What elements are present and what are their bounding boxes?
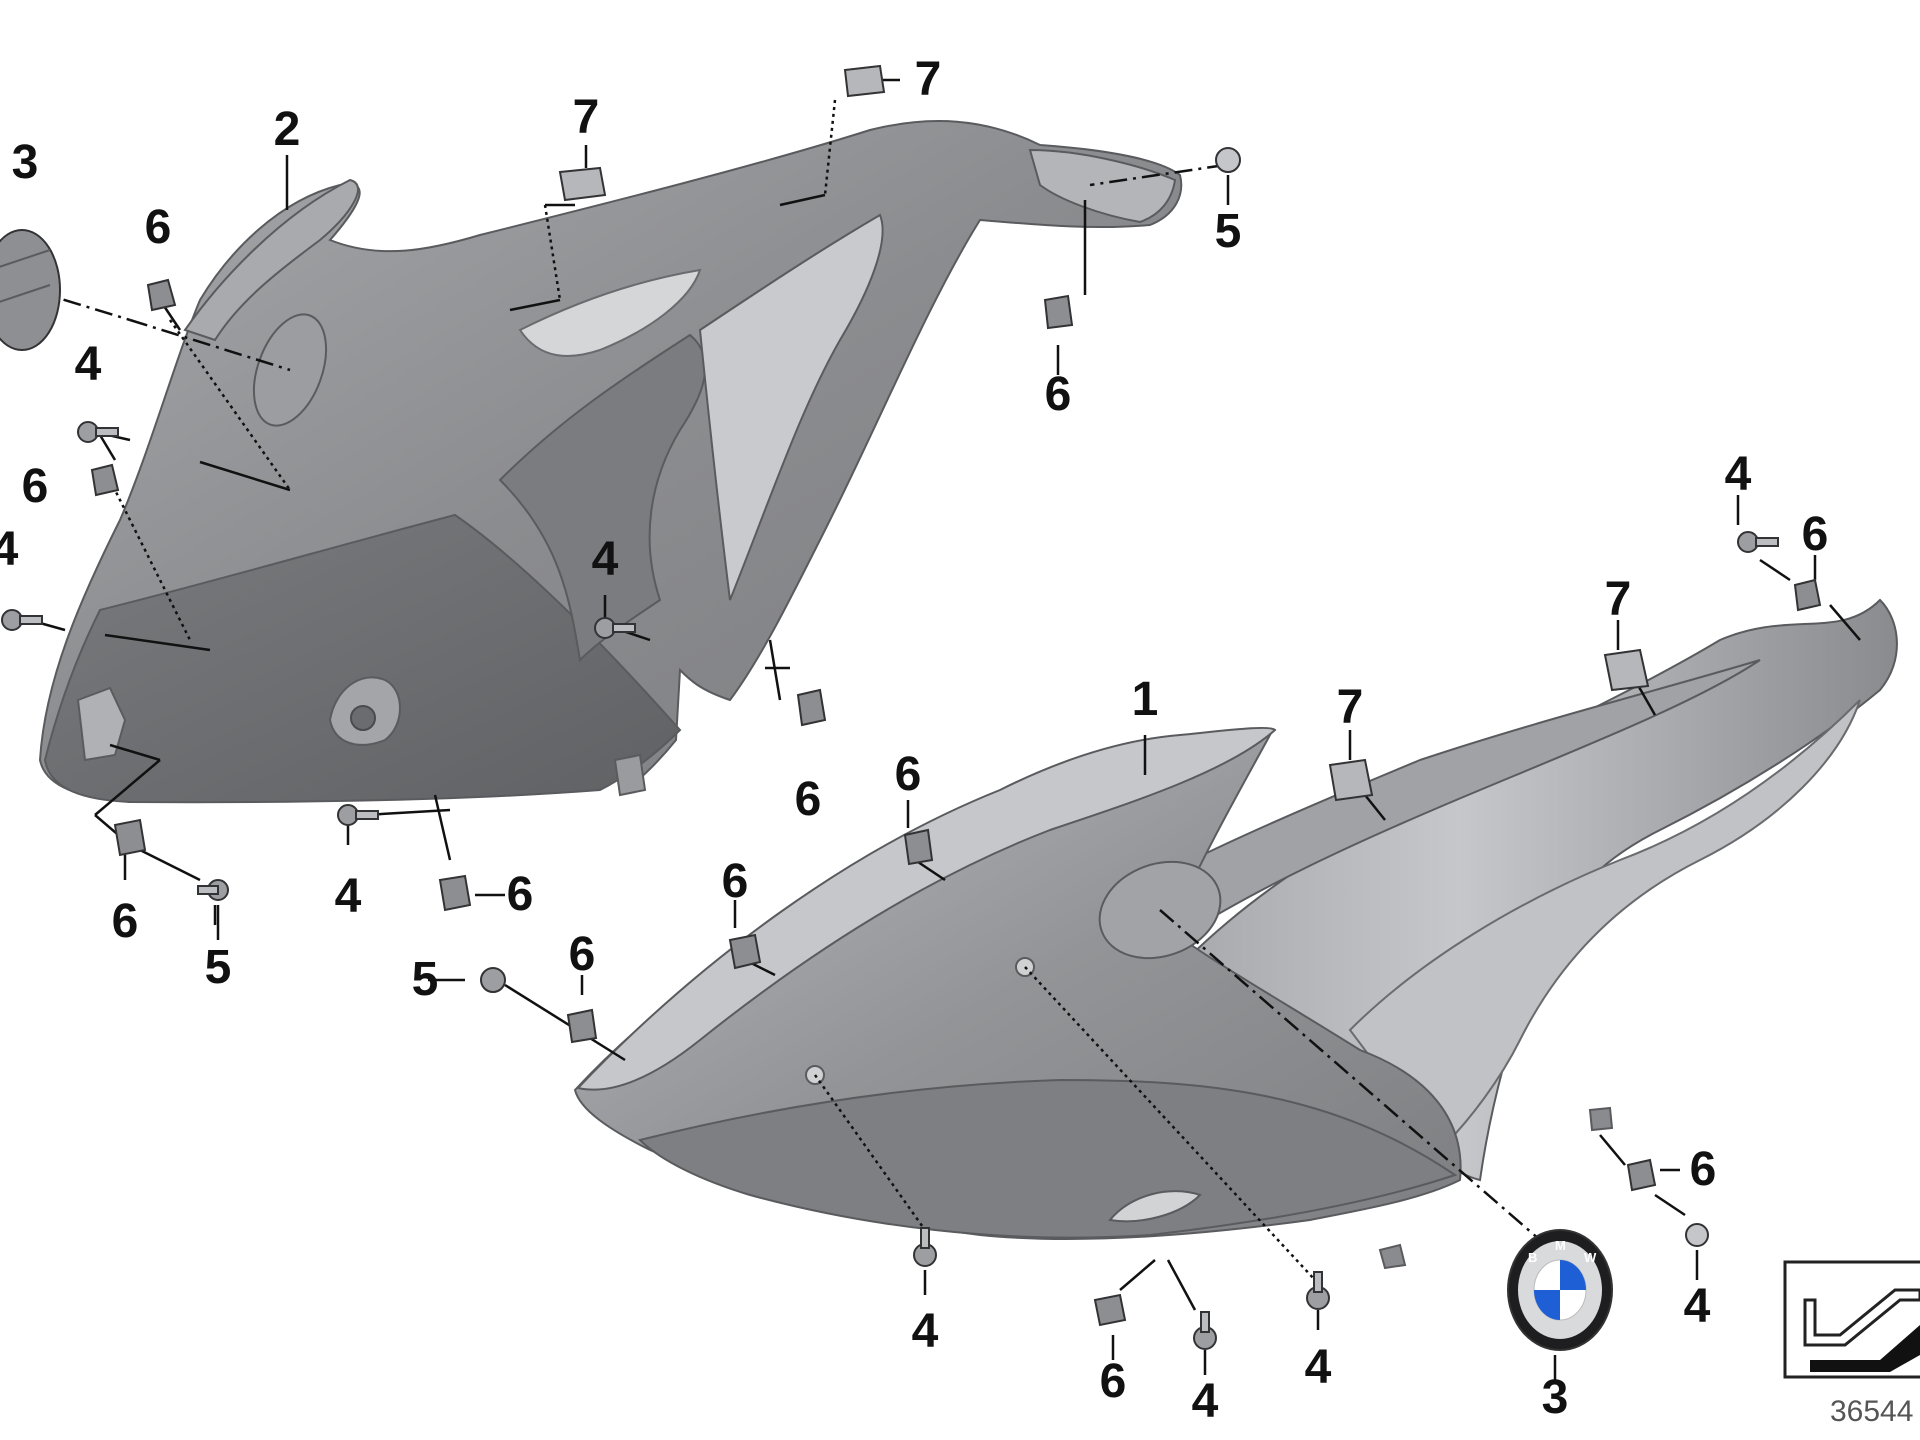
clip-icon	[558, 64, 1650, 802]
screw-icon	[337, 804, 379, 826]
upper-panel-cutout-b	[698, 213, 884, 601]
callout-part-2: 2	[273, 103, 301, 156]
callout-part-5: 5	[1214, 205, 1242, 258]
upper-panel-front-tab	[183, 178, 360, 342]
diagram-reference-number: 36544	[1830, 1395, 1914, 1428]
callout-part-5: 5	[411, 953, 439, 1006]
callout-part-4: 4	[0, 523, 19, 576]
upper-panel-cutout-a	[498, 333, 707, 663]
screw-icon	[1306, 1271, 1330, 1310]
emblem-letter: B	[1528, 1250, 1537, 1265]
callout-part-6: 6	[568, 928, 596, 981]
callout-part-6: 6	[21, 460, 49, 513]
upper-panel-lower-face	[43, 513, 682, 804]
orientation-box	[1783, 1260, 1920, 1379]
screw-icon	[1, 609, 43, 631]
callout-part-4: 4	[591, 533, 619, 586]
callout-part-4: 4	[1683, 1280, 1711, 1333]
callout-part-6: 6	[1044, 368, 1072, 421]
callout-part-7: 7	[1336, 681, 1364, 734]
callout-part-4: 4	[1724, 448, 1752, 501]
callout-part-7: 7	[572, 91, 600, 144]
screw-icon	[1685, 1223, 1709, 1247]
callout-part-6: 6	[1801, 508, 1829, 561]
screw-icon	[1215, 147, 1241, 173]
clip-icon	[90, 278, 1822, 1327]
callout-part-1: 1	[1131, 673, 1159, 726]
screw-icon	[197, 879, 229, 901]
lower-panel-nose	[576, 726, 1277, 1091]
upper-panel-cutout-c	[518, 268, 702, 357]
callout-part-3: 3	[11, 136, 39, 189]
callout-part-6: 6	[794, 773, 822, 826]
direction-arrow-icon	[1803, 1288, 1920, 1347]
callout-part-6: 6	[721, 855, 749, 908]
emblem-letter: W	[1584, 1250, 1597, 1265]
callout-part-6: 6	[1099, 1355, 1127, 1408]
bmw-emblem: B M W	[1507, 1229, 1613, 1351]
screw-icon	[913, 1227, 937, 1267]
screw-icon	[1193, 1311, 1217, 1350]
screw-icon	[77, 421, 119, 443]
callout-part-6: 6	[144, 201, 172, 254]
fasteners	[0, 64, 1822, 1350]
lower-panel-tab	[1378, 1243, 1407, 1270]
callout-part-4: 4	[1191, 1375, 1219, 1428]
lower-panel-tab	[1588, 1106, 1614, 1132]
callout-part-7: 7	[1604, 573, 1632, 626]
upper-panel-rear-bracket	[1028, 148, 1177, 224]
callout-part-5: 5	[204, 941, 232, 994]
callout-part-7: 7	[914, 53, 942, 106]
upper-panel-front-block	[76, 686, 127, 762]
callout-part-4: 4	[334, 870, 362, 923]
callout-part-4: 4	[74, 338, 102, 391]
callout-part-6: 6	[894, 748, 922, 801]
callout-part-6: 6	[1689, 1143, 1717, 1196]
emblem-disc-upper	[0, 229, 61, 351]
lower-panel-bottom-slot	[1108, 1190, 1202, 1223]
callout-part-6: 6	[111, 895, 139, 948]
lower-side-panel	[573, 598, 1898, 1270]
upper-side-panel	[38, 120, 1183, 804]
upper-panel-tab	[613, 753, 647, 797]
emblem-letter: M	[1555, 1238, 1566, 1253]
screw-icon	[1737, 531, 1779, 553]
lower-panel-bottom-face	[638, 1078, 1458, 1239]
callout-part-6: 6	[506, 868, 534, 921]
callout-part-4: 4	[911, 1305, 939, 1358]
lower-panel-upper-strip	[1077, 659, 1761, 952]
screw-icon	[594, 617, 636, 639]
screw-icon	[480, 967, 506, 993]
callout-part-4: 4	[1304, 1341, 1332, 1394]
callout-part-3: 3	[1541, 1371, 1569, 1424]
